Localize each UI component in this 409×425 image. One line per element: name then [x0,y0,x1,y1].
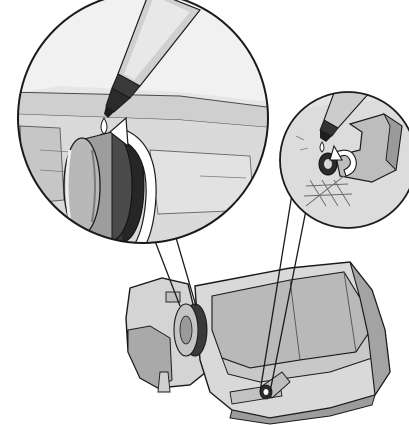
detail2-rotation-arrow [335,149,357,177]
grease-applicator [100,0,201,135]
housing-right-face [349,261,391,397]
body-pivot-bushing [259,371,291,400]
body-roller-gear [173,303,208,357]
detail2-grating [303,175,353,207]
housing-cavity-wall [289,271,357,361]
callout-left-border [17,0,269,244]
detail-housing-ledge [18,91,268,129]
housing-notch [165,291,181,303]
rotation-arrow [117,127,157,243]
housing-front-lip [229,394,376,425]
rotation-arrow-head-top [109,116,129,148]
grease-drop [100,117,108,135]
main-housing [125,261,391,425]
housing-post [157,371,171,393]
callout-right-border [279,91,409,229]
detail-roller-gear [63,129,145,243]
rotation-arrow-head-bottom [126,244,146,262]
detail2-bushing [318,152,338,176]
callout-pivot-bushing-detail [279,91,409,229]
callout-roller-gear-detail [17,0,269,262]
leader-line-right-2 [269,199,309,393]
detail-housing-step [149,149,255,215]
leader-line-right-1 [259,193,293,393]
